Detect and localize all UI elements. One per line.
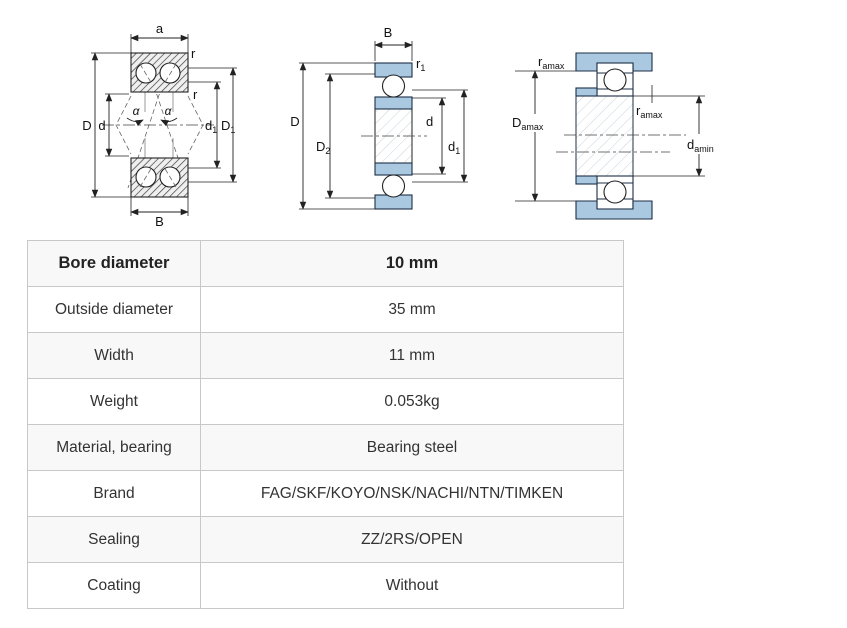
row-width: Width 11 mm — [27, 332, 624, 379]
row-brand: Brand FAG/SKF/KOYO/NSK/NACHI/NTN/TIMKEN — [27, 470, 624, 517]
spec-label-cell: Coating — [27, 562, 201, 609]
dimension-label-r1: r1 — [416, 56, 425, 73]
dimension-label-d1: d1 — [448, 139, 460, 156]
row-outside-diameter: Outside diameter 35 mm — [27, 286, 624, 333]
dimension-label-D1: D1 — [221, 118, 235, 135]
dimension-label-d1: d1 — [205, 118, 217, 135]
dimension-label-a: a — [156, 21, 164, 36]
spec-value-cell: 0.053kg — [200, 378, 624, 425]
spec-label-cell: Weight — [27, 378, 201, 425]
dimension-label-alpha-left: α — [133, 104, 141, 118]
dimension-label-ramax-mid: ramax — [636, 103, 663, 120]
dimension-label-r-mid: r — [193, 87, 198, 102]
dimension-label-Damax: Damax — [512, 115, 544, 132]
spec-label-cell: Sealing — [27, 516, 201, 563]
dimension-label-damin: damin — [687, 137, 714, 154]
row-coating: Coating Without — [27, 562, 624, 609]
spec-label-cell: Material, bearing — [27, 424, 201, 471]
spec-value-cell: 35 mm — [200, 286, 624, 333]
dimension-label-D: D — [290, 114, 299, 129]
spec-label-cell: Brand — [27, 470, 201, 517]
dimension-label-d: d — [98, 118, 105, 133]
spec-label-cell: Outside diameter — [27, 286, 201, 333]
spec-value-cell: 11 mm — [200, 332, 624, 379]
spec-value-cell: ZZ/2RS/OPEN — [200, 516, 624, 563]
dimension-label-alpha-right: α — [165, 104, 173, 118]
dimension-label-B: B — [384, 25, 393, 40]
spec-label-cell: Width — [27, 332, 201, 379]
spec-value-cell: Bearing steel — [200, 424, 624, 471]
dimension-label-r-top: r — [191, 46, 196, 61]
dimension-label-B: B — [155, 214, 164, 228]
angular-contact-bearing-diagram: a r r D d α α d1 D1 B — [82, 21, 237, 228]
dimension-label-ramax-top: ramax — [538, 54, 565, 71]
spec-value-cell: Without — [200, 562, 624, 609]
mounting-dimensions-diagram: ramax Damax ramax damin — [512, 52, 714, 220]
spec-value-cell: FAG/SKF/KOYO/NSK/NACHI/NTN/TIMKEN — [200, 470, 624, 517]
specifications-table: Bore diameter 10 mm Outside diameter 35 … — [27, 240, 624, 609]
row-sealing: Sealing ZZ/2RS/OPEN — [27, 516, 624, 563]
row-weight: Weight 0.053kg — [27, 378, 624, 425]
spec-value-cell: 10 mm — [200, 240, 624, 287]
dimension-label-d: d — [426, 114, 433, 129]
row-bore-diameter: Bore diameter 10 mm — [27, 240, 624, 287]
deep-groove-bearing-diagram: B r1 D D2 d d1 — [290, 25, 468, 210]
dimension-label-D: D — [82, 118, 91, 133]
dimension-label-D2: D2 — [316, 139, 330, 156]
spec-label-cell: Bore diameter — [27, 240, 201, 287]
row-material: Material, bearing Bearing steel — [27, 424, 624, 471]
